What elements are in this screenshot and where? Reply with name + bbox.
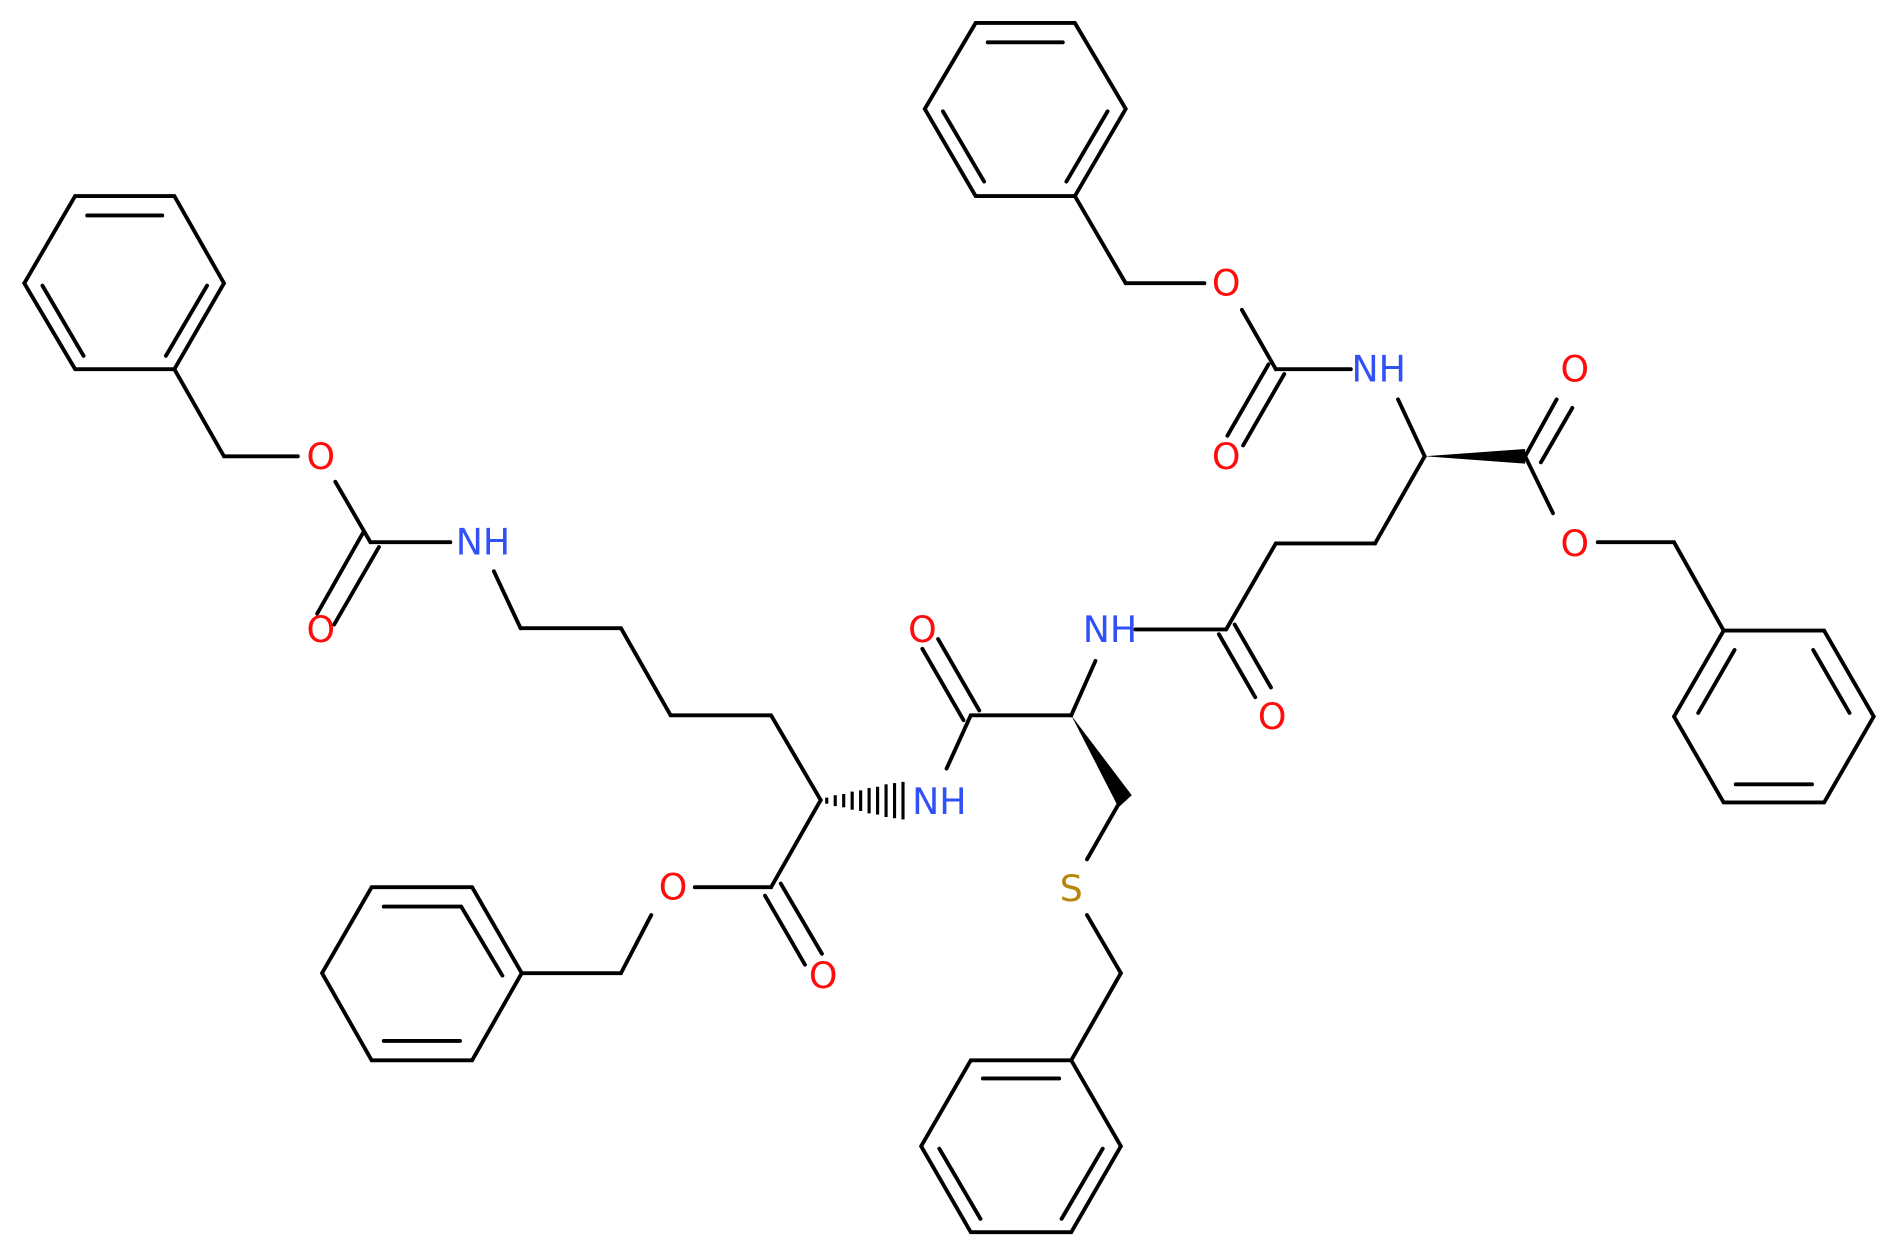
benzene-ring-b (319, 885, 524, 1063)
atom-oxygen: O (307, 608, 336, 651)
atom-oxygen: O (1212, 435, 1241, 478)
atom-oxygen: O (659, 866, 688, 909)
solid-wedge-bond (1071, 715, 1132, 808)
atom-oxygen: O (307, 435, 336, 478)
benzene-ring-e (1671, 628, 1876, 805)
atom-oxygen: O (1212, 262, 1241, 305)
atom-nitrogen: NH (1351, 348, 1405, 391)
lysine-ester (0, 0, 824, 976)
cysteine-backbone (920, 627, 1229, 1063)
atom-nitrogen: NH (456, 521, 510, 564)
atom-oxygen: O (1560, 348, 1589, 391)
atom-oxygen: O (1258, 695, 1287, 738)
hashed-wedge-bond (825, 781, 905, 820)
atom-oxygen: O (809, 954, 838, 997)
benzene-ring-c (918, 1058, 1124, 1235)
atom-oxygen: O (908, 608, 937, 651)
atom-nitrogen: NH (912, 780, 966, 823)
solid-wedge-bond (1424, 449, 1526, 464)
glutamate-chain (1072, 194, 1427, 700)
atom-oxygen: O (1560, 522, 1589, 565)
lysine-side-chain (172, 367, 823, 802)
benzene-ring-d (922, 21, 1128, 199)
atom-sulfur: S (1060, 867, 1083, 910)
glutamate-ester (1523, 397, 1726, 633)
benzene-ring-a (22, 194, 227, 372)
atom-nitrogen: NH (1083, 608, 1137, 651)
